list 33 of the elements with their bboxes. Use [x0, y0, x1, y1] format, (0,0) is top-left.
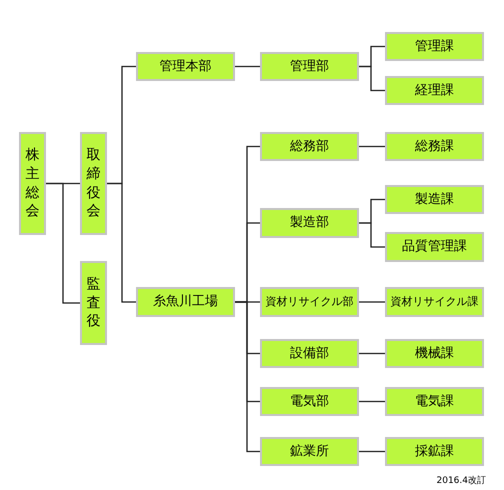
connector-line — [107, 182, 136, 303]
connector-line — [46, 182, 80, 304]
org-box: 電気課 — [385, 387, 484, 416]
org-box: 製造部 — [260, 208, 359, 238]
revision-note: 2016.4改訂 — [436, 474, 486, 487]
org-box: 設備部 — [260, 339, 359, 368]
org-box: 製造課 — [385, 185, 484, 214]
connector-line — [359, 352, 385, 354]
org-box: 経理課 — [385, 76, 484, 105]
org-box: 株主総会 — [19, 132, 46, 235]
org-box: 採鉱課 — [385, 437, 484, 466]
connector-line — [235, 301, 260, 452]
org-box: 糸魚川工場 — [136, 287, 235, 317]
org-box: 管理部 — [260, 52, 359, 81]
org-box: 機械課 — [385, 339, 484, 368]
org-box: 総務課 — [385, 132, 484, 161]
org-box: 総務部 — [260, 132, 359, 161]
org-box: 管理課 — [385, 32, 484, 61]
org-box: 監査役 — [80, 261, 107, 345]
org-box: 取締役会 — [80, 132, 107, 235]
connector-line — [359, 301, 385, 303]
org-box: 鉱業所 — [260, 437, 359, 466]
org-box: 管理本部 — [136, 52, 235, 81]
connector-line — [359, 400, 385, 402]
connector-line — [235, 66, 260, 68]
connector-line — [359, 222, 385, 248]
connector-line — [359, 450, 385, 452]
org-box: 資材リサイクル課 — [385, 287, 484, 317]
connector-line — [359, 146, 385, 148]
connector-line — [359, 66, 385, 92]
org-box: 電気部 — [260, 387, 359, 416]
org-box: 資材リサイクル部 — [260, 287, 359, 317]
org-box: 品質管理課 — [385, 232, 484, 262]
